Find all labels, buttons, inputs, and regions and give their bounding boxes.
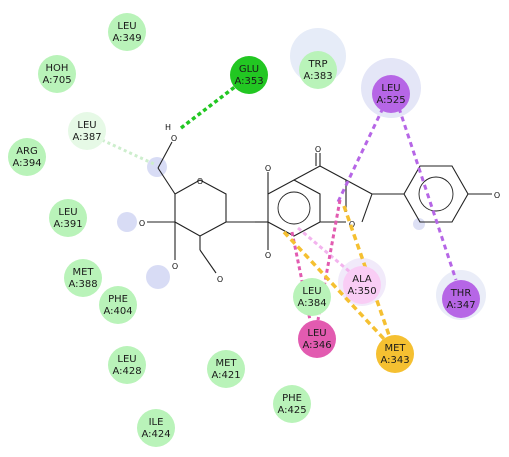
- svg-text:LEU: LEU: [77, 120, 96, 131]
- svg-text:HOH: HOH: [46, 63, 69, 74]
- pisulfur-met-343-a: [282, 230, 387, 342]
- svg-text:PHE: PHE: [108, 294, 128, 305]
- bond-ch2: [157, 167, 176, 195]
- b-ring-aromatic: [418, 176, 454, 212]
- residue-hoh-705: HOH A:705: [38, 55, 76, 93]
- svg-text:LEU: LEU: [58, 207, 77, 218]
- svg-text:A:346: A:346: [302, 340, 331, 351]
- a-ring: [267, 179, 321, 237]
- atom-o-a-bottom: O: [265, 251, 271, 260]
- residue-leu-525: LEU A:525: [372, 75, 410, 113]
- residues: LEU A:349 HOH A:705 LEU A:387 ARG A:394 …: [8, 13, 480, 447]
- svg-text:A:347: A:347: [446, 300, 475, 311]
- svg-text:ILE: ILE: [149, 417, 164, 428]
- atom-o-2: O: [139, 219, 145, 228]
- svg-text:THR: THR: [450, 288, 472, 299]
- svg-text:A:387: A:387: [72, 132, 101, 143]
- atom-h: H: [165, 123, 171, 132]
- residue-phe-404: PHE A:404: [99, 286, 137, 324]
- alkyl-leu-525-b: [397, 107, 458, 281]
- residue-trp-383: TRP A:383: [299, 51, 337, 89]
- atom-o-hydroxyl: O: [171, 134, 177, 143]
- residue-met-421: MET A:421: [207, 350, 245, 388]
- residue-leu-387: LEU A:387: [68, 112, 106, 150]
- residue-phe-425: PHE A:425: [273, 385, 311, 423]
- svg-text:A:350: A:350: [347, 286, 376, 297]
- residue-arg-394: ARG A:394: [8, 138, 46, 176]
- atom-o-carbonyl: O: [315, 145, 321, 154]
- halo-atom-4: [413, 218, 425, 230]
- sugar-ring: [174, 179, 227, 237]
- svg-text:A:404: A:404: [103, 306, 132, 317]
- svg-text:A:349: A:349: [112, 33, 141, 44]
- svg-text:A:383: A:383: [303, 71, 332, 82]
- alkyl-leu-525-a: [335, 107, 385, 205]
- svg-text:GLU: GLU: [239, 64, 259, 75]
- halo-atom-3: [146, 265, 170, 289]
- halo-atom-2: [117, 212, 137, 232]
- atom-o-b: O: [494, 191, 500, 200]
- svg-text:LEU: LEU: [117, 354, 136, 365]
- svg-text:A:705: A:705: [42, 75, 71, 86]
- residue-glu-353: GLU A:353: [230, 56, 268, 94]
- svg-text:A:353: A:353: [234, 76, 263, 87]
- residue-met-343: MET A:343: [376, 335, 414, 373]
- residue-ile-424: ILE A:424: [137, 409, 175, 447]
- bond-oh-sugar: [157, 141, 173, 169]
- svg-text:A:384: A:384: [297, 298, 326, 309]
- residue-leu-384: LEU A:384: [293, 278, 331, 316]
- ligand-structure: H O O O O O O O O O O: [139, 123, 500, 284]
- atom-o-a-top: O: [265, 164, 271, 173]
- svg-text:MET: MET: [215, 358, 237, 369]
- svg-text:A:391: A:391: [53, 219, 82, 230]
- svg-text:MET: MET: [72, 267, 94, 278]
- svg-text:A:421: A:421: [211, 370, 240, 381]
- bond-oh-4: [199, 249, 217, 274]
- atom-o-4: O: [217, 275, 223, 284]
- pialkyl-ala-350-a: [297, 226, 351, 274]
- residue-ala-350: ALA A:350: [343, 266, 381, 304]
- residue-leu-346: LEU A:346: [298, 320, 336, 358]
- svg-text:A:388: A:388: [68, 279, 97, 290]
- svg-text:LEU: LEU: [117, 21, 136, 32]
- svg-text:MET: MET: [384, 343, 406, 354]
- residue-met-388: MET A:388: [64, 259, 102, 297]
- svg-text:A:428: A:428: [112, 366, 141, 377]
- atom-o-ring: O: [197, 177, 203, 186]
- ch-bond-leu-387: [101, 138, 155, 166]
- a-ring-aromatic: [277, 191, 311, 225]
- svg-text:ALA: ALA: [352, 274, 372, 285]
- svg-text:LEU: LEU: [307, 328, 326, 339]
- residue-leu-428: LEU A:428: [108, 346, 146, 384]
- svg-text:TRP: TRP: [307, 59, 327, 70]
- svg-text:LEU: LEU: [381, 83, 400, 94]
- svg-text:PHE: PHE: [282, 393, 302, 404]
- residue-thr-347: THR A:347: [442, 280, 480, 318]
- svg-text:ARG: ARG: [16, 146, 38, 157]
- hbond-glu-353: [179, 84, 238, 130]
- pisigma-leu-346-a: [290, 231, 312, 321]
- svg-text:A:394: A:394: [12, 158, 41, 169]
- svg-text:A:343: A:343: [380, 355, 409, 366]
- bond-c3-c2: [361, 193, 373, 223]
- residue-leu-391: LEU A:391: [49, 199, 87, 237]
- halo-atom-1: [147, 157, 167, 177]
- svg-text:A:525: A:525: [376, 95, 405, 106]
- bond-c-o-ring: [345, 179, 373, 195]
- b-ring: [403, 165, 469, 223]
- svg-text:A:424: A:424: [141, 429, 170, 440]
- svg-text:A:425: A:425: [277, 405, 306, 416]
- atom-o-3: O: [172, 262, 178, 271]
- pisulfur-met-343-b: [342, 205, 392, 339]
- svg-text:LEU: LEU: [302, 286, 321, 297]
- residue-leu-349: LEU A:349: [108, 13, 146, 51]
